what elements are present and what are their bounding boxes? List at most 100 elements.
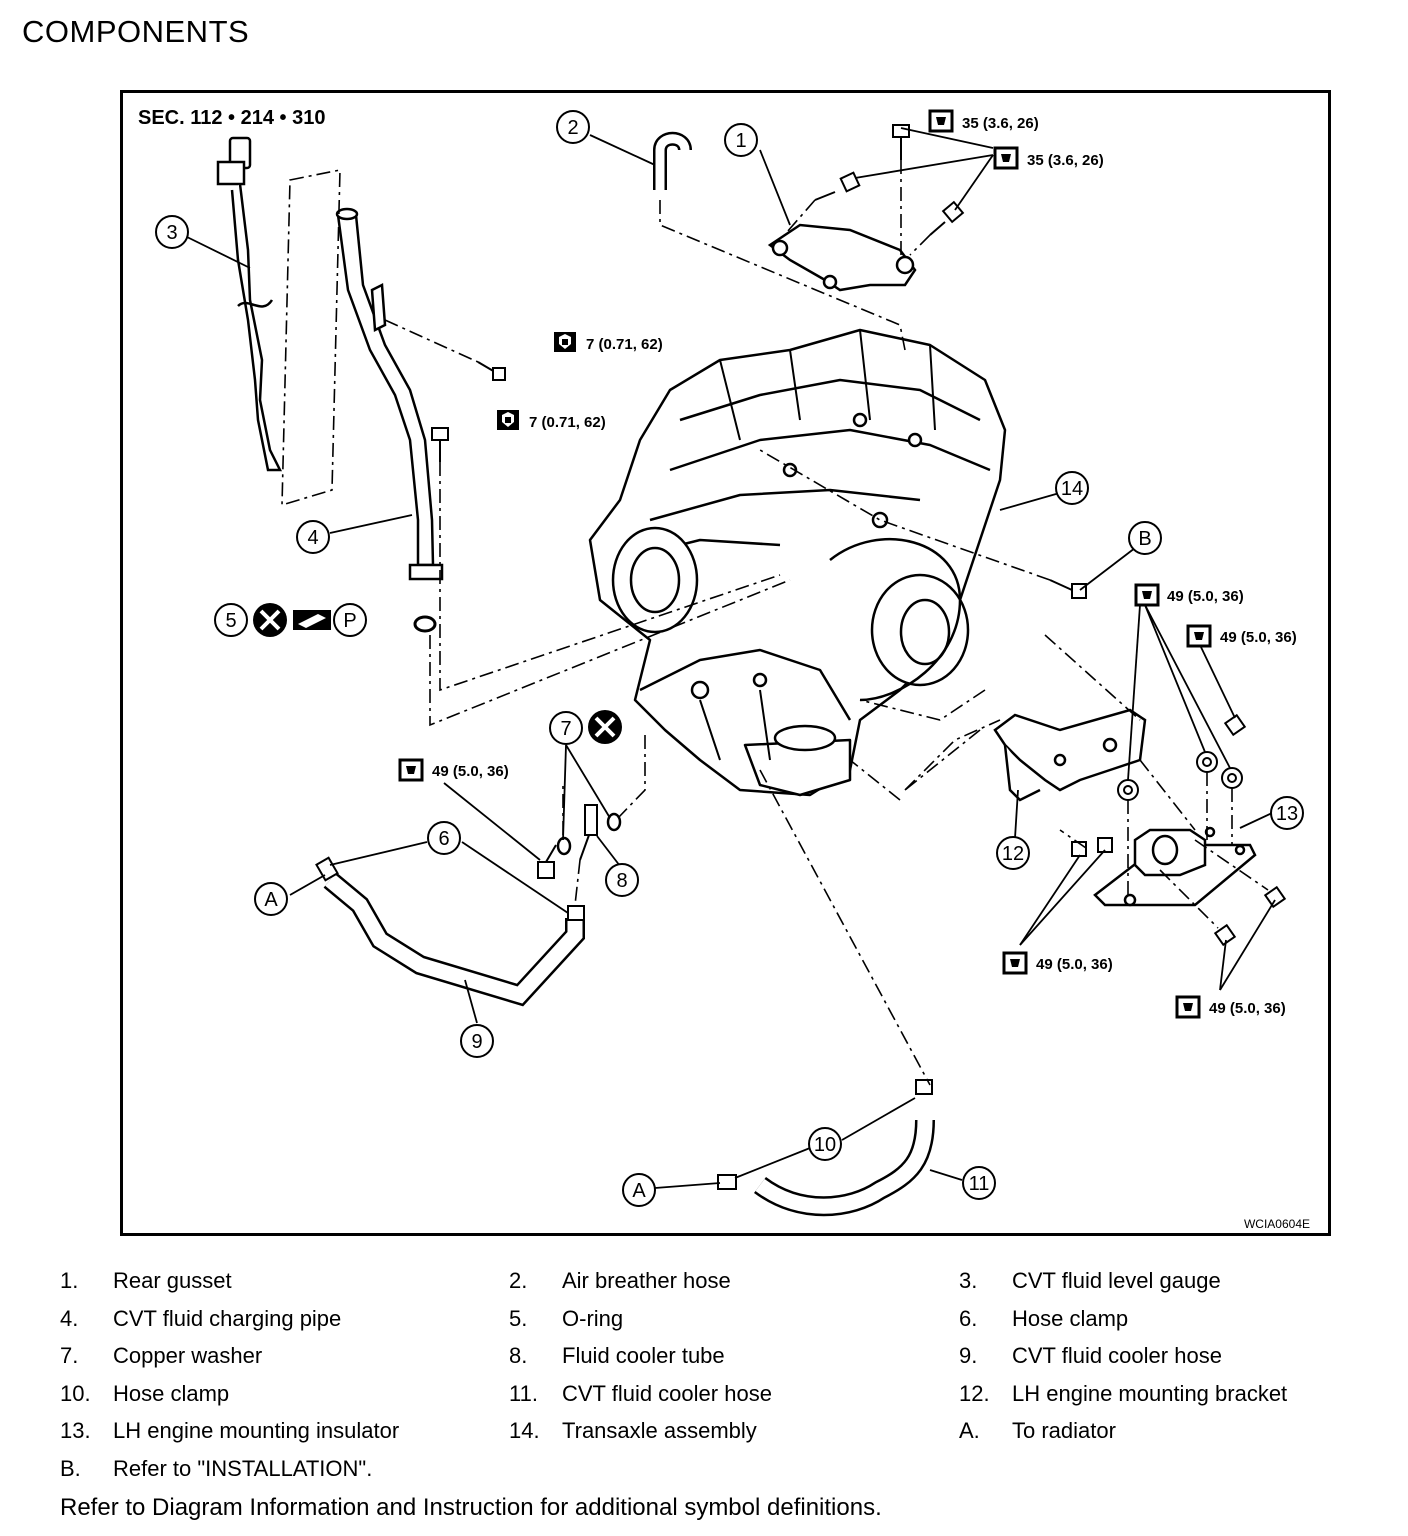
svg-text:7 (0.71, 62): 7 (0.71, 62) xyxy=(586,336,663,353)
parts-legend: 1.Rear gusset 2.Air breather hose 3.CVT … xyxy=(60,1268,1400,1493)
svg-text:1: 1 xyxy=(735,130,746,152)
cvt-fluid-level-gauge xyxy=(216,136,283,472)
svg-text:2: 2 xyxy=(567,117,578,139)
copper-washer xyxy=(556,836,572,856)
svg-text:3: 3 xyxy=(166,222,177,244)
callout-14: 14 xyxy=(1055,471,1089,505)
legend-text: Fluid cooler tube xyxy=(562,1343,725,1368)
footnote: Refer to Diagram Information and Instruc… xyxy=(60,1494,882,1521)
rear-gusset xyxy=(767,223,917,292)
svg-text:5: 5 xyxy=(225,610,236,632)
legend-text: Hose clamp xyxy=(113,1380,230,1406)
callout-9: 9 xyxy=(460,1024,494,1058)
legend-row: B.Refer to "INSTALLATION". xyxy=(60,1456,1400,1494)
callout-3: 3 xyxy=(155,215,189,249)
torque-spec-9: 49 (5.0, 36) xyxy=(1175,995,1286,1019)
svg-text:49 (5.0, 36): 49 (5.0, 36) xyxy=(1220,629,1297,646)
svg-text:35 (3.6, 26): 35 (3.6, 26) xyxy=(962,115,1039,132)
legend-number: 4. xyxy=(60,1305,79,1331)
legend-number: 12. xyxy=(959,1380,990,1406)
callout-11: 11 xyxy=(962,1166,996,1200)
legend-text: CVT fluid cooler hose xyxy=(562,1380,772,1406)
section-reference: SEC. 112 • 214 • 310 xyxy=(138,107,325,129)
svg-text:35 (3.6, 26): 35 (3.6, 26) xyxy=(1027,152,1104,169)
lh-engine-mounting-insulator xyxy=(1093,826,1257,907)
cvt-fluid-charging-pipe xyxy=(335,207,444,581)
svg-text:14: 14 xyxy=(1061,478,1083,500)
callout-4: 4 xyxy=(296,520,330,554)
svg-text:8: 8 xyxy=(616,870,627,892)
svg-text:10: 10 xyxy=(814,1134,836,1156)
legend-row: 1.Rear gusset 2.Air breather hose 3.CVT … xyxy=(60,1268,1400,1306)
svg-text:B: B xyxy=(1138,528,1151,550)
callout-a-2: A xyxy=(622,1173,656,1207)
legend-text: LH engine mounting insulator xyxy=(113,1418,400,1443)
legend-text: Hose clamp xyxy=(1012,1305,1129,1331)
legend-text: Refer to "INSTALLATION". xyxy=(113,1455,373,1481)
cooler-bolt xyxy=(537,844,557,879)
callout-1: 1 xyxy=(724,123,758,157)
callout-p: P xyxy=(333,603,367,637)
legend-text: CVT fluid charging pipe xyxy=(113,1305,342,1331)
svg-text:4: 4 xyxy=(307,527,318,549)
legend-number: A. xyxy=(959,1418,980,1443)
legend-number: 2. xyxy=(509,1268,528,1293)
callout-6: 6 xyxy=(427,821,461,855)
transaxle-assembly xyxy=(588,328,1007,797)
callout-leaders xyxy=(184,127,1276,1189)
svg-text:7 (0.71, 62): 7 (0.71, 62) xyxy=(529,414,606,431)
callout-b: B xyxy=(1128,521,1162,555)
callout-2: 2 xyxy=(556,110,590,144)
torque-spec-5: 49 (5.0, 36) xyxy=(1134,583,1244,607)
legend-text: Transaxle assembly xyxy=(562,1418,757,1443)
do-not-reuse-icon xyxy=(253,603,287,637)
hose-clamp-6 xyxy=(567,905,585,921)
torque-spec-2: 35 (3.6, 26) xyxy=(993,146,1104,170)
svg-text:13: 13 xyxy=(1276,803,1298,825)
legend-row: 13. LH engine mounting insulator 14. Trans… xyxy=(60,1418,1400,1456)
o-ring xyxy=(413,615,437,633)
hose-clamp-6a xyxy=(315,856,339,882)
legend-row: 10.Hose clamp 11.CVT fluid cooler hose 1… xyxy=(60,1381,1400,1419)
callout-13: 13 xyxy=(1270,796,1304,830)
legend-text: LH engine mounting bracket xyxy=(1012,1380,1288,1406)
gusset-bolts xyxy=(814,124,965,236)
torque-spec-3: 7 (0.71, 62) xyxy=(554,332,663,353)
legend-row: 7.Copper washer 8.Fluid cooler tube 9.CV… xyxy=(60,1343,1400,1381)
lh-engine-mounting-bracket xyxy=(993,708,1147,802)
hose-clamp-10b xyxy=(915,1079,933,1095)
do-not-reuse-icon-2 xyxy=(588,710,622,744)
torque-spec-6: 49 (5.0, 36) xyxy=(1186,624,1297,648)
svg-text:49 (5.0, 36): 49 (5.0, 36) xyxy=(432,763,509,780)
svg-text:P: P xyxy=(343,610,356,632)
callout-8: 8 xyxy=(605,863,639,897)
callout-12: 12 xyxy=(996,836,1030,870)
diagram-frame xyxy=(120,90,1331,1236)
legend-number: 14. xyxy=(509,1418,540,1443)
legend-text: CVT fluid level gauge xyxy=(1012,1268,1221,1293)
page-title: COMPONENTS xyxy=(22,14,250,49)
legend-row: 4. CVT fluid charging pipe 5. O-ring 6. Hos… xyxy=(60,1306,1400,1344)
legend-number: 6. xyxy=(959,1305,978,1331)
legend-number: 13. xyxy=(60,1418,91,1443)
svg-text:12: 12 xyxy=(1002,843,1024,865)
charging-pipe-bolts xyxy=(431,361,506,462)
legend-text: O-ring xyxy=(562,1305,624,1331)
torque-spec-7: 49 (5.0, 36) xyxy=(398,758,509,782)
callout-5: 5 xyxy=(214,603,248,637)
callout-a-1: A xyxy=(254,882,288,916)
legend-number: 1. xyxy=(60,1268,79,1293)
legend-number: 9. xyxy=(959,1343,978,1368)
svg-text:49 (5.0, 36): 49 (5.0, 36) xyxy=(1167,588,1244,605)
components-diagram: SEC. 112 • 214 • 310 WCIA0604E xyxy=(138,107,1310,1231)
legend-number: 5. xyxy=(509,1305,528,1331)
legend-text: Air breather hose xyxy=(562,1268,731,1293)
callout-10: 10 xyxy=(808,1127,842,1161)
torque-spec-8: 49 (5.0, 36) xyxy=(1002,951,1113,975)
legend-number: 11. xyxy=(509,1380,538,1406)
svg-text:A: A xyxy=(264,889,278,911)
legend-text: To radiator xyxy=(1012,1418,1116,1443)
svg-text:11: 11 xyxy=(969,1173,990,1195)
legend-number: 7. xyxy=(60,1343,79,1368)
torque-spec-4: 7 (0.71, 62) xyxy=(497,410,606,431)
